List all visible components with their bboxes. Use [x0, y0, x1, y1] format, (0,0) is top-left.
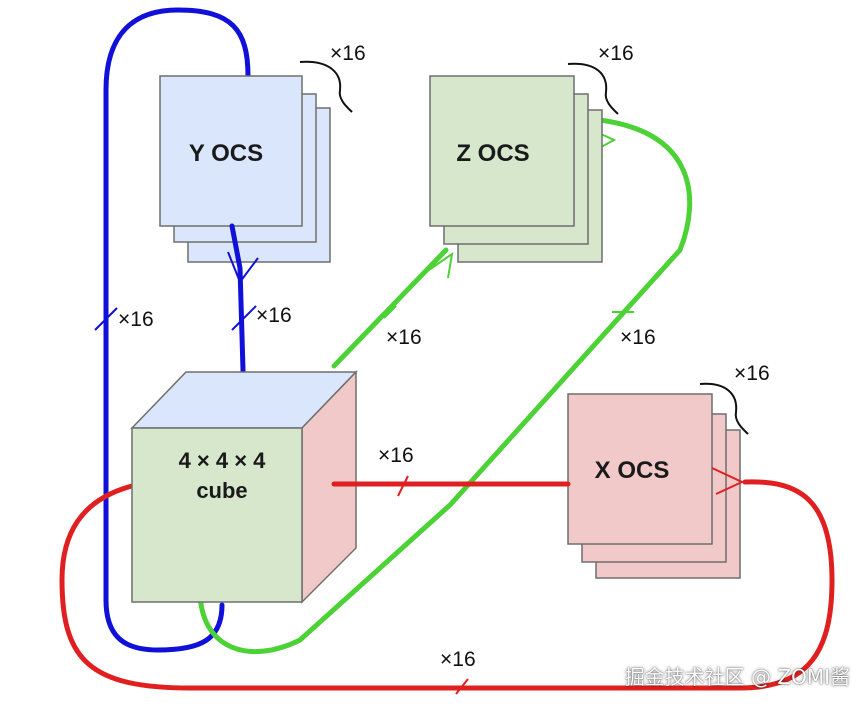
- x-loop-arrowhead: [711, 467, 745, 495]
- z-ocs-stack: [429, 75, 603, 263]
- x-ocs-label: X OCS: [595, 457, 670, 484]
- z-ocs-label: Z OCS: [456, 140, 529, 167]
- x-link-tick: [397, 475, 409, 497]
- y-link-count: ×16: [256, 304, 292, 327]
- watermark: 掘金技术社区 @ ZOMI酱: [624, 665, 850, 689]
- x-ocs-stack: [567, 393, 741, 579]
- y-loop-tick: [94, 307, 118, 331]
- x-stack-brace: [699, 382, 749, 435]
- y-loop-link: [103, 7, 251, 653]
- x-loop-count: ×16: [440, 648, 476, 671]
- z-link-arrowhead: [425, 251, 454, 279]
- z-link-count: ×16: [386, 326, 422, 349]
- y-ocs-label: Y OCS: [189, 140, 263, 167]
- x-ocs-box: [567, 393, 713, 545]
- x-loop-link: [59, 479, 835, 691]
- torus-cube: [130, 370, 358, 604]
- z-ocs-box: [429, 75, 575, 227]
- z-stack-count: ×16: [598, 42, 634, 65]
- y-loop-count: ×16: [118, 308, 154, 331]
- x-link-count: ×16: [378, 444, 414, 467]
- cube-front-face: [131, 427, 303, 603]
- y-ocs-box: [159, 75, 303, 227]
- y-link-arrowhead: [227, 251, 259, 285]
- z-link: [331, 247, 449, 369]
- x-stack-count: ×16: [734, 362, 770, 385]
- y-link-tick: [231, 305, 257, 331]
- x-loop-tick: [455, 678, 469, 695]
- z-loop-count: ×16: [620, 326, 656, 349]
- cube-label-dimensions: 4 × 4 × 4: [179, 448, 267, 473]
- cube-label-word: cube: [196, 478, 247, 503]
- y-stack-brace: [299, 60, 353, 113]
- z-link-tick: [383, 305, 397, 319]
- z-stack-brace: [567, 62, 619, 115]
- y-stack-count: ×16: [330, 42, 366, 65]
- y-ocs-stack: [159, 75, 331, 263]
- y-link: [229, 223, 247, 407]
